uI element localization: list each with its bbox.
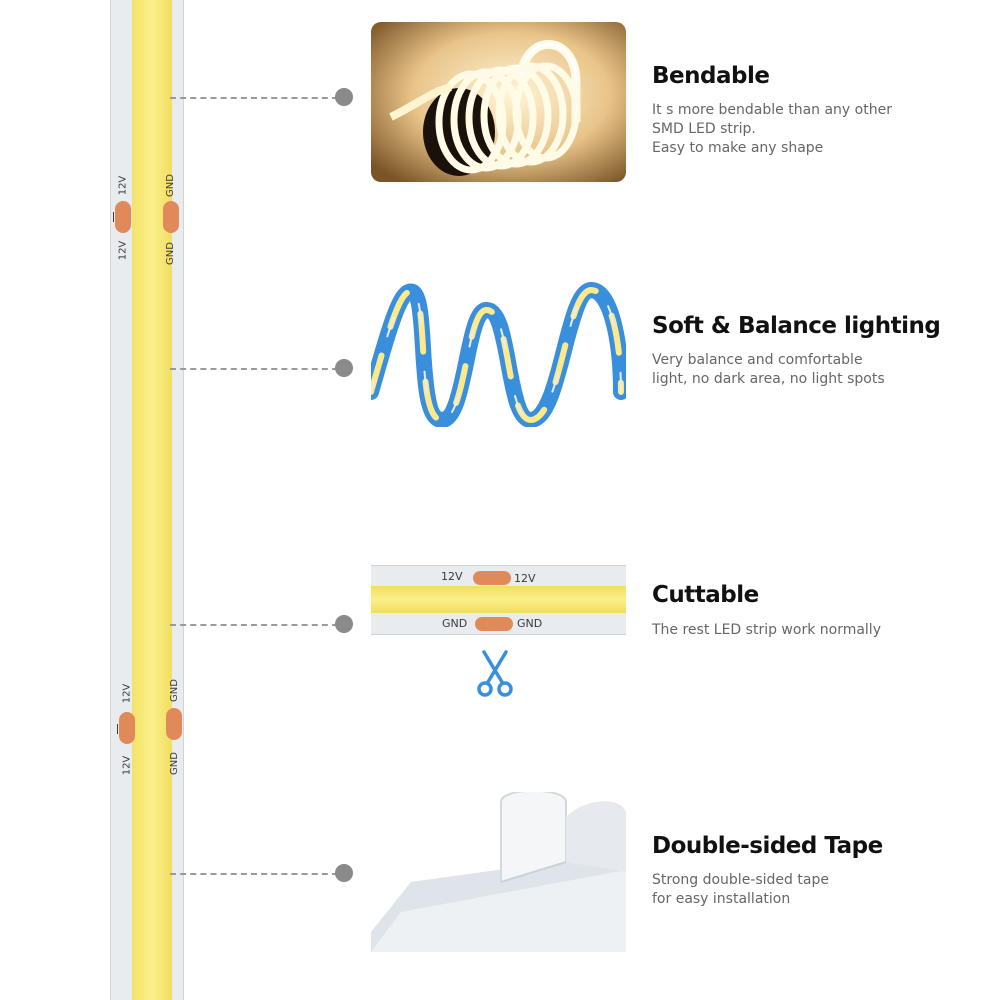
label-12v: 12V — [121, 755, 133, 776]
led-strip-vertical: 12V 12V GND GND 12V 12V GND GND — [110, 0, 184, 1000]
feature-desc-soft-lighting: Very balance and comfortable light, no d… — [652, 351, 885, 389]
label-12v: 12V — [514, 572, 536, 585]
feature-title-soft-lighting: Soft & Balance lighting — [652, 313, 941, 339]
desc-line: It s more bendable than any other — [652, 102, 892, 118]
label-12v: 12V — [117, 175, 129, 196]
label-gnd: GND — [168, 679, 180, 702]
leader-line-tape — [170, 873, 338, 875]
label-12v: 12V — [121, 683, 133, 704]
desc-line: Easy to make any shape — [652, 140, 824, 156]
callout-dot-soft — [335, 359, 353, 377]
tape-photo — [371, 792, 626, 952]
feature-title-bendable: Bendable — [652, 63, 770, 89]
label-12v: 12V — [441, 570, 463, 583]
solder-pad-12v-lower — [119, 712, 135, 744]
desc-line: Strong double-sided tape — [652, 872, 829, 888]
solder-pad-gnd-lower — [166, 708, 182, 740]
desc-line: Very balance and comfortable — [652, 352, 863, 368]
cut-mark — [113, 212, 114, 222]
desc-line: SMD LED strip. — [652, 121, 756, 137]
solder-pad-gnd — [475, 617, 513, 631]
cuttable-strip: 12V 12V GND GND — [371, 565, 626, 635]
label-gnd: GND — [164, 174, 176, 197]
callout-dot-cuttable — [335, 615, 353, 633]
label-gnd: GND — [442, 617, 468, 630]
desc-line: for easy installation — [652, 891, 791, 907]
feature-title-cuttable: Cuttable — [652, 582, 759, 608]
leader-line-cuttable — [170, 624, 338, 626]
leader-line-bendable — [170, 97, 338, 99]
feature-desc-double-sided-tape: Strong double-sided tape for easy instal… — [652, 871, 829, 909]
cob-light-band — [371, 586, 626, 613]
feature-desc-cuttable: The rest LED strip work normally — [652, 621, 881, 640]
label-gnd: GND — [164, 242, 176, 265]
desc-line: light, no dark area, no light spots — [652, 371, 885, 387]
label-gnd: GND — [517, 617, 543, 630]
label-gnd: GND — [168, 752, 180, 775]
leader-line-soft — [170, 368, 338, 370]
solder-pad-gnd-upper — [163, 201, 179, 233]
desc-line: The rest LED strip work normally — [652, 622, 881, 638]
spiral-strip-photo — [371, 282, 626, 427]
cob-light-band — [132, 0, 172, 1000]
callout-dot-bendable — [335, 88, 353, 106]
solder-pad-12v — [473, 571, 511, 585]
bendable-photo — [371, 22, 626, 182]
feature-desc-bendable: It s more bendable than any other SMD LE… — [652, 101, 892, 158]
scissors-icon — [476, 650, 514, 698]
solder-pad-12v-upper — [115, 201, 131, 233]
feature-title-double-sided-tape: Double-sided Tape — [652, 833, 883, 859]
label-12v: 12V — [117, 240, 129, 261]
callout-dot-tape — [335, 864, 353, 882]
cut-mark — [117, 724, 118, 734]
